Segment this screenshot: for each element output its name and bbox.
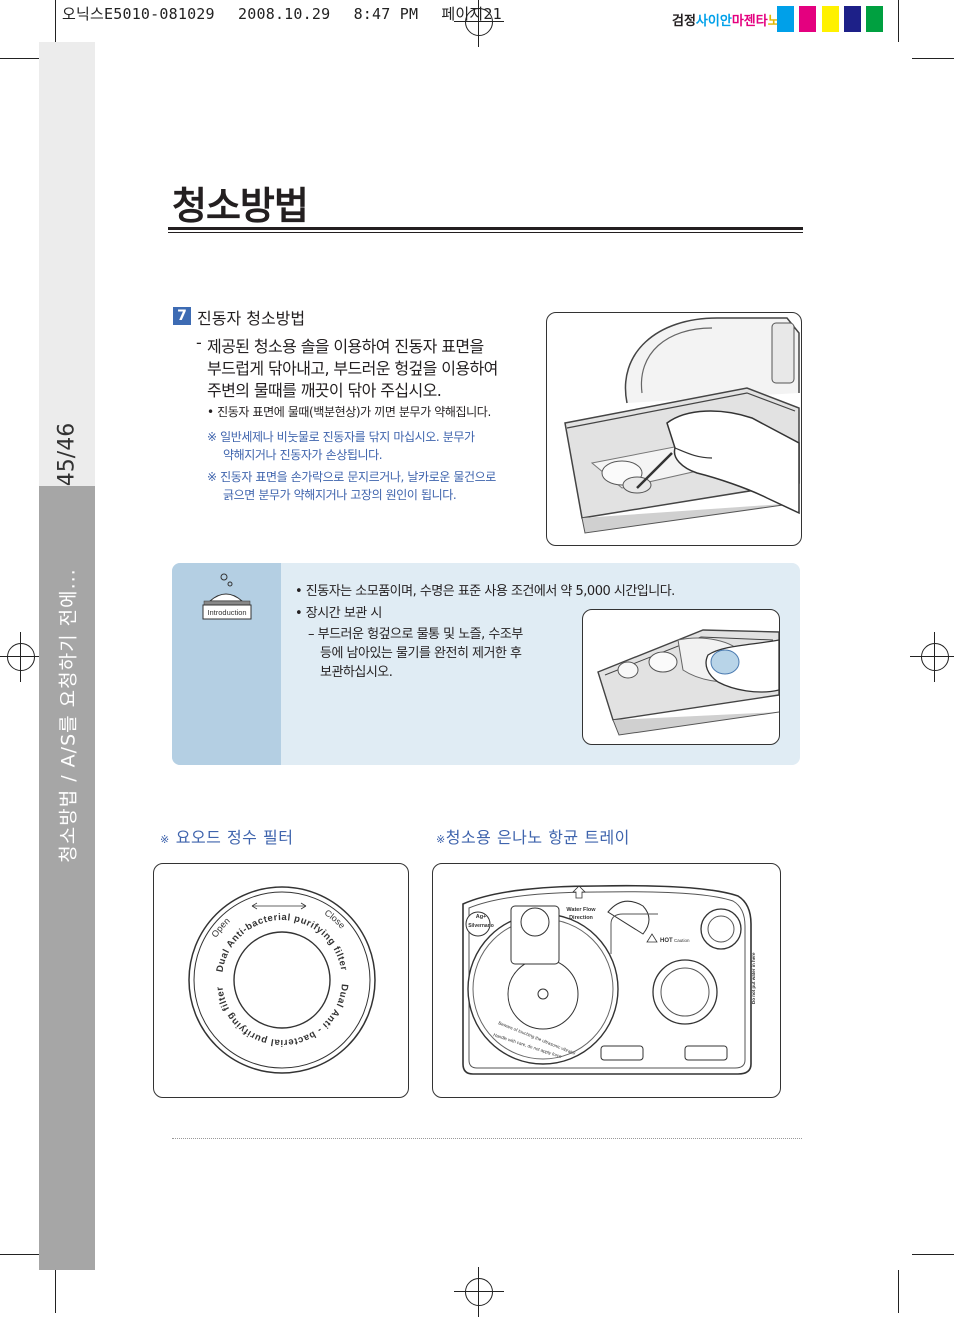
note-lifetime: • 진동자는 소모품이며, 수명은 표준 사용 조건에서 약 5,000 시간입… (295, 584, 675, 599)
tray-water-flow-label: Water Flow (566, 907, 596, 913)
print-file-name: 오닉스E5010-081029 (62, 5, 215, 23)
bullet-note: • 진동자 표면에 물때(백분현상)가 끼면 분무가 약해집니다. (207, 405, 491, 419)
step-heading: 진동자 청소방법 (197, 309, 306, 328)
tray-direction-label: Direction (569, 915, 593, 921)
note-box: Introduction • 진동자는 소모품이며, 수명은 표준 사용 조건에… (172, 563, 800, 765)
color-bar-labels: 검정사이안마젠타노랑 (672, 10, 792, 29)
crop-mark (898, 0, 899, 42)
side-tab-bottom (39, 486, 95, 1270)
introduction-badge: Introduction (202, 573, 252, 620)
main-instruction-line-1: 제공된 청소용 솔을 이용하여 진동자 표면을 (207, 337, 484, 356)
caution-line-2: 약해지거나 진동자가 손상됩니다. (223, 448, 383, 462)
swatch-magenta (799, 6, 816, 32)
color-label-black: 검정 (672, 14, 696, 29)
crop-mark (55, 1270, 56, 1313)
swatch-cyan (777, 6, 794, 32)
tray-caution-label: Caution (674, 938, 690, 943)
crop-mark (55, 0, 56, 42)
side-tab-top (39, 42, 95, 486)
registration-mark-bottom (454, 1267, 504, 1317)
note-storage-line-3: 보관하십시오. (320, 665, 393, 680)
main-instruction-line-2: 부드럽게 닦아내고, 부드러운 헝겊을 이용하여 (207, 359, 498, 378)
filter-label-text: 요오드 정수 필터 (175, 828, 294, 847)
note-storage-line-2: 등에 남아있는 물기를 완전히 제거한 후 (320, 646, 522, 661)
title-rule (168, 227, 803, 230)
illustration-cleaning-vibrator (546, 312, 802, 546)
silver-nano-tray-illustration: Ag+ Silvernano Water Flow Direction HOT … (432, 863, 781, 1098)
crop-mark (0, 58, 42, 59)
registration-mark-top (454, 0, 504, 47)
side-section-title: 청소방법 / A/S를 요청하기 전에... (57, 568, 80, 863)
print-time: 8:47 PM (353, 5, 419, 23)
tray-ag-label: Ag+ (476, 914, 487, 920)
color-label-cyan: 사이안 (695, 14, 732, 29)
humidifier-cleaning-drawing (564, 317, 800, 534)
tray-label: ※청소용 은나노 항균 트레이 (436, 824, 630, 848)
print-date: 2008.10.29 (238, 5, 331, 23)
note-storage-line-1: – 부드러운 헝겊으로 물통 및 노즐, 수조부 (308, 627, 523, 642)
introduction-label: Introduction (207, 608, 246, 617)
note-box-sidebar: Introduction (172, 563, 281, 765)
tank-wiping-drawing (597, 629, 779, 736)
main-dash: - (196, 333, 202, 352)
caution-line-4: 긁으면 분무가 약해지거나 고장의 원인이 됩니다. (223, 488, 457, 502)
print-header: 오닉스E5010-081029 2008.10.29 8:47 PM 페이지21 (62, 3, 516, 24)
main-instruction-line-3: 주변의 물때를 깨끗이 닦아 주십시오. (207, 381, 442, 400)
step-number-badge: 7 (173, 307, 191, 325)
footer-dotted-rule (172, 1138, 802, 1139)
tray-label-mark: ※ (436, 833, 446, 846)
iodine-filter-illustration: Dual Anti-bacterial purifying filter Ope… (153, 863, 409, 1098)
tray-side-warning: Do not put water in here (751, 952, 756, 1004)
filter-label: ※ 요오드 정수 필터 (160, 824, 293, 848)
swatch-green (866, 6, 883, 32)
swatch-yellow (822, 6, 839, 32)
caution-line-3: ※ 진동자 표면을 손가락으로 문지르거나, 날카로운 물건으로 (207, 470, 496, 484)
tray-drawing: Ag+ Silvernano Water Flow Direction HOT … (462, 884, 756, 1075)
side-tab: 45/46 청소방법 / A/S를 요청하기 전에... (39, 42, 95, 1270)
crop-mark (0, 1254, 42, 1255)
crop-mark (912, 58, 954, 59)
registration-mark-right (910, 632, 954, 682)
filter-ring-drawing: Dual Anti-bacterial purifying filter Ope… (188, 886, 376, 1074)
note-storage-heading: • 장시간 보관 시 (295, 606, 382, 621)
tray-silvernano-label: Silvernano (468, 923, 494, 929)
crop-mark (912, 1254, 954, 1255)
caution-line-1: ※ 일반세제나 비눗물로 진동자를 닦지 마십시오. 분무가 (207, 430, 475, 444)
swatch-navy (844, 6, 861, 32)
color-label-magenta: 마젠타 (731, 14, 768, 29)
tray-hot-label: HOT (660, 938, 673, 944)
illustration-storage-wipe (582, 609, 780, 745)
tray-label-text: 청소용 은나노 항균 트레이 (445, 828, 630, 847)
filter-label-mark: ※ (160, 833, 170, 846)
registration-mark-left (0, 632, 46, 682)
page-title: 청소방법 (172, 184, 309, 228)
crop-mark (898, 1270, 899, 1313)
title-rule-thin (168, 232, 803, 233)
